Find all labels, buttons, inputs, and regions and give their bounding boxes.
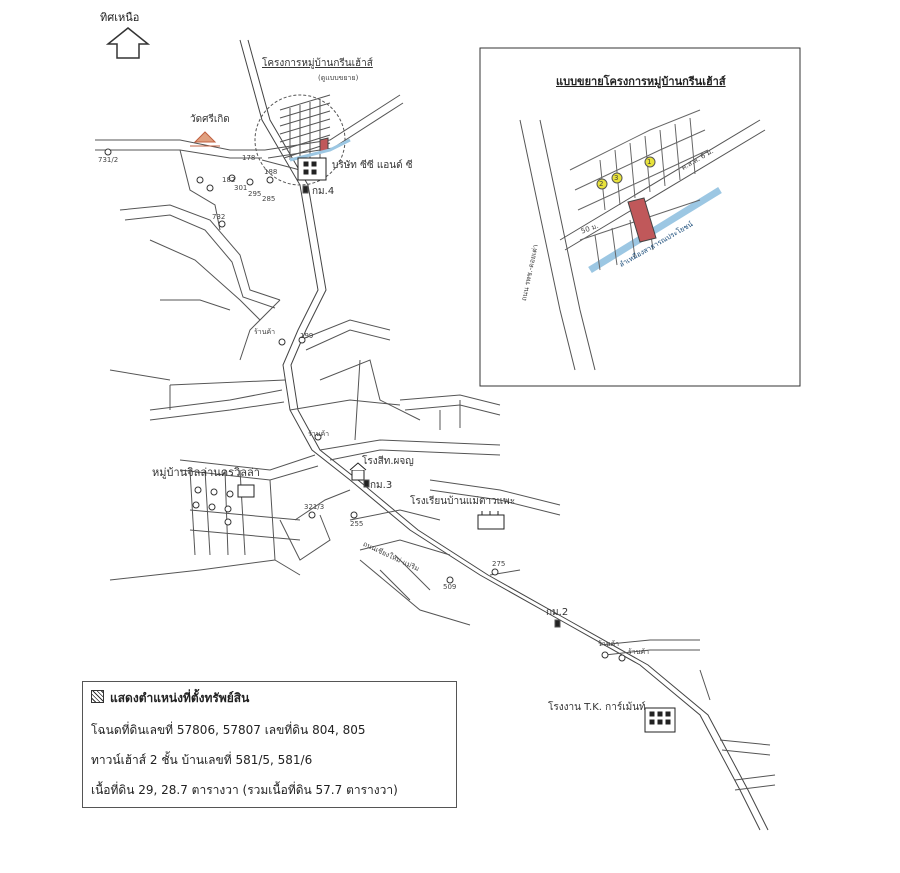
shop2-label: ร้านค้า bbox=[308, 430, 330, 438]
school-building-icon bbox=[477, 511, 505, 530]
house-number: 255 bbox=[350, 520, 364, 528]
inset-marker: 3 bbox=[614, 174, 619, 182]
house-markers bbox=[104, 148, 626, 662]
legend-title-row: แสดงตำแหน่งที่ตั้งทรัพย์สิน bbox=[91, 690, 249, 706]
house-number: 321/3 bbox=[304, 503, 325, 511]
house-number: 509 bbox=[443, 583, 457, 591]
project-highlight-circle bbox=[254, 94, 346, 186]
km2-label: กม.2 bbox=[546, 607, 569, 618]
company-building-icon bbox=[297, 157, 327, 181]
school-label: โรงเรียนบ้านแม่ตาวแพะ bbox=[410, 496, 516, 507]
legend-line-3: เนื้อที่ดิน 29, 28.7 ตารางวา (รวมเนื้อที… bbox=[91, 783, 398, 797]
house-number: 182 bbox=[222, 176, 236, 184]
temple-label: วัดศรีเกิด bbox=[190, 114, 230, 125]
village-label: หมู่บ้านจิลล่านครวิลล่า bbox=[152, 466, 260, 479]
legend-title: แสดงตำแหน่งที่ตั้งทรัพย์สิน bbox=[110, 691, 250, 705]
factory-building-icon bbox=[644, 707, 676, 733]
legend-line-2: ทาวน์เฮ้าส์ 2 ชั้น บ้านเลขที่ 581/5, 581… bbox=[91, 753, 313, 767]
mill-label: โรงสีท.ผจญ bbox=[362, 456, 414, 467]
inset-marker: 1 bbox=[647, 158, 652, 166]
house-number: 732 bbox=[212, 213, 226, 221]
legend-box: แสดงตำแหน่งที่ตั้งทรัพย์สิน โฉนดที่ดินเล… bbox=[82, 681, 457, 808]
project-label: โครงการหมู่บ้านกรีนเฮ้าส์ bbox=[262, 58, 373, 69]
hatched-swatch-icon bbox=[91, 690, 104, 703]
house-number: 731/2 bbox=[98, 156, 119, 164]
house-number: 285 bbox=[262, 195, 276, 203]
north-label: ทิศเหนือ bbox=[100, 11, 140, 24]
temple-icon bbox=[193, 131, 217, 143]
north-arrow-icon bbox=[105, 27, 151, 59]
house-number: 275 bbox=[492, 560, 506, 568]
mill-building-icon bbox=[349, 462, 367, 481]
village-building-icon bbox=[237, 484, 255, 498]
shop3-label: ร้านค้า bbox=[598, 640, 620, 648]
inset-map bbox=[479, 47, 801, 387]
house-number: 295 bbox=[248, 190, 262, 198]
company-label: บริษัท ซีซี แอนด์ ซี bbox=[332, 160, 413, 171]
inset-title: แบบขยายโครงการหมู่บ้านกรีนเฮ้าส์ bbox=[556, 75, 726, 88]
shop4-label: ร้านค้า bbox=[628, 648, 650, 656]
house-number: 188 bbox=[264, 168, 278, 176]
house-number: 301 bbox=[234, 184, 248, 192]
km3-label: กม.3 bbox=[370, 480, 393, 491]
km2-post-icon bbox=[554, 619, 561, 628]
project-sub-label: (ดูแบบขยาย) bbox=[318, 74, 359, 82]
house-number: 178 bbox=[242, 154, 256, 162]
km4-post-icon bbox=[302, 185, 309, 194]
factory-label: โรงงาน T.K. การ์เม้นท์ bbox=[548, 702, 646, 713]
inset-marker: 2 bbox=[599, 180, 604, 188]
legend-line-1: โฉนดที่ดินเลขที่ 57806, 57807 เลขที่ดิน … bbox=[91, 723, 366, 737]
shop1-label: ร้านค้า bbox=[254, 328, 276, 336]
km4-label: กม.4 bbox=[312, 186, 335, 197]
main-road bbox=[239, 39, 761, 831]
house-number: 199 bbox=[300, 332, 314, 340]
km3-post-icon bbox=[363, 479, 370, 488]
